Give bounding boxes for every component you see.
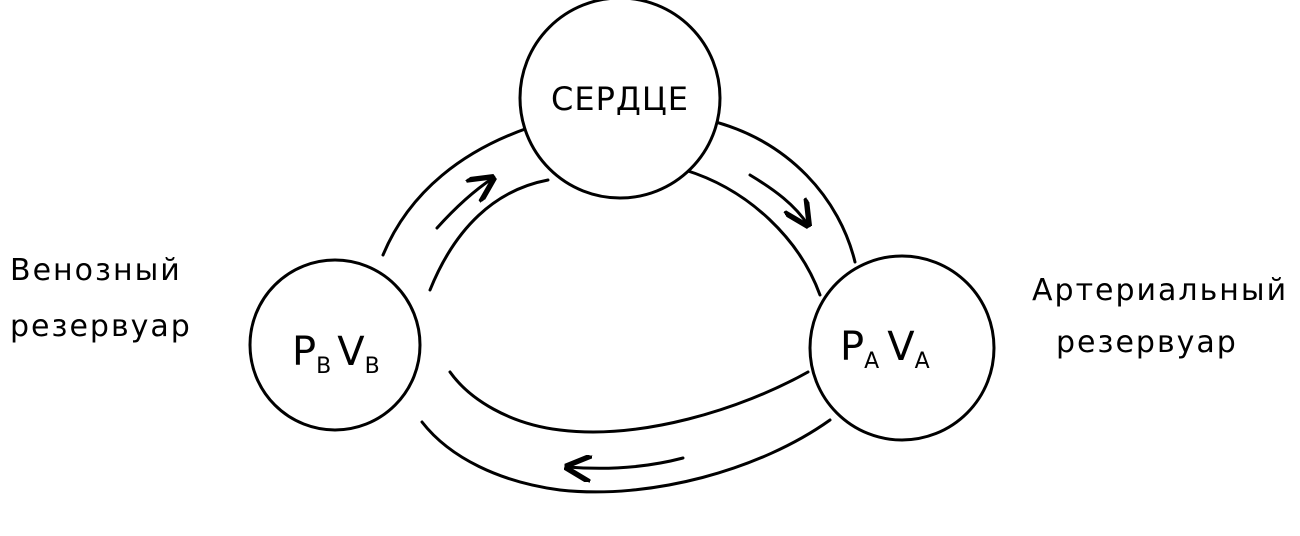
flow-arrow-to-heart (435, 178, 493, 230)
arterial-caption-line1: Артериальный (1032, 273, 1288, 308)
systemic-vessel-outer (420, 418, 832, 494)
flow-arrow-to-venous (567, 458, 685, 468)
venous-return-vessel-inner (428, 178, 550, 292)
systemic-vessel-inner (448, 370, 810, 434)
arterial-outflow-vessel-inner (683, 168, 822, 297)
heart-label-overlay: СЕРДЦЕ (551, 80, 689, 118)
arterial-outflow-vessel-outer (706, 118, 857, 264)
venous-caption-line1: Венозный (10, 253, 182, 288)
venous-return-vessel-outer (381, 126, 530, 257)
arterial-caption-line2: резервуар (1056, 325, 1238, 360)
flow-arrow-to-arterial (748, 173, 808, 225)
venous-caption-line2: резервуар (10, 309, 192, 344)
